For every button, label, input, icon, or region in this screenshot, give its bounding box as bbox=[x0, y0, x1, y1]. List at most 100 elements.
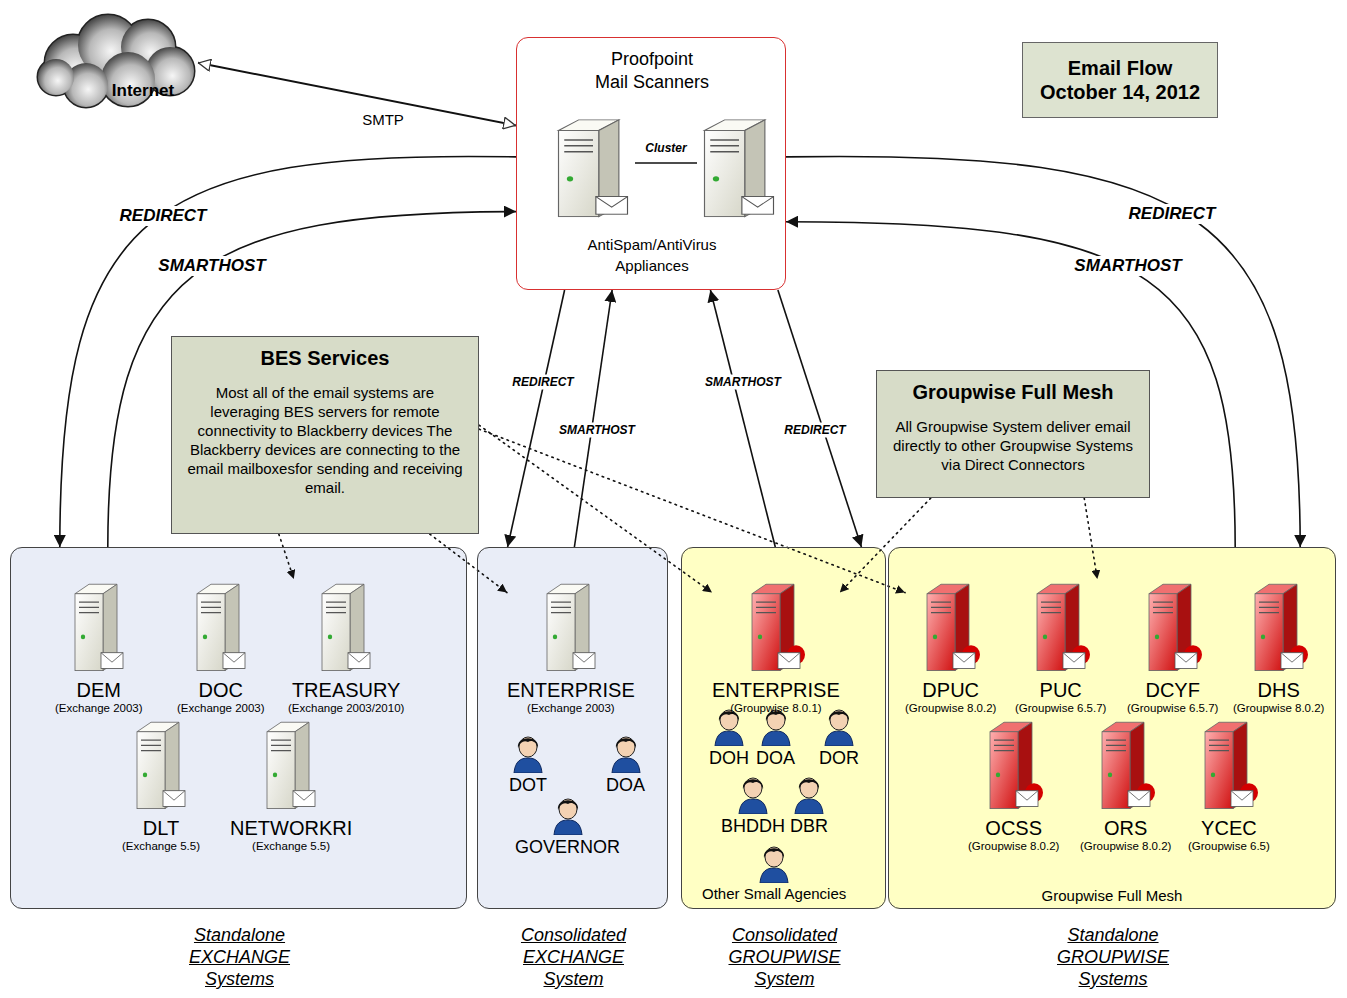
mail-server: OCSS(Groupwise 8.0.2) bbox=[968, 717, 1059, 853]
dotted-connector bbox=[479, 429, 905, 592]
server-version: (Groupwise 8.0.2) bbox=[1233, 701, 1324, 715]
flow-connector bbox=[786, 156, 1300, 547]
person-icon bbox=[551, 795, 585, 835]
server-version: (Groupwise 6.5.7) bbox=[1127, 701, 1218, 715]
server-name: ENTERPRISE bbox=[507, 679, 635, 701]
server-icon bbox=[259, 717, 323, 817]
system-group: Consolidated GROUPWISE SystemENTERPRISE(… bbox=[681, 547, 886, 909]
agency-user: DOH bbox=[709, 706, 749, 769]
scanner-icon bbox=[547, 114, 639, 226]
person-icon bbox=[609, 733, 643, 773]
server-version: (Groupwise 8.0.1) bbox=[712, 701, 840, 715]
agency-name: DOA bbox=[606, 775, 645, 796]
server-icon bbox=[539, 579, 603, 679]
dotted-connector bbox=[1084, 498, 1097, 579]
agency-name: DOH bbox=[709, 748, 749, 769]
cloud-label: Internet bbox=[98, 81, 188, 101]
server-icon bbox=[1094, 717, 1158, 817]
person-icon bbox=[736, 774, 770, 814]
server-version: (Exchange 2003) bbox=[507, 701, 635, 715]
title-box: Email Flow October 14, 2012 bbox=[1022, 42, 1218, 118]
server-icon bbox=[744, 579, 808, 679]
mail-server: DOC(Exchange 2003) bbox=[177, 579, 265, 715]
server-name: NETWORKRI bbox=[230, 817, 352, 839]
dotted-connector bbox=[279, 534, 294, 579]
group-heading: Consolidated GROUPWISE System bbox=[720, 924, 850, 990]
agency-user: DOA bbox=[606, 733, 645, 796]
edge-label: SMARTHOST bbox=[556, 423, 638, 438]
box-title: Proofpoint Mail Scanners bbox=[577, 48, 727, 94]
edge-label: SMTP bbox=[359, 111, 407, 129]
server-name: DOC bbox=[177, 679, 265, 701]
server-icon bbox=[693, 114, 785, 226]
edge-label: REDIRECT bbox=[1126, 204, 1219, 224]
agency-user: DOT bbox=[509, 733, 547, 796]
agency-name: BHDDH bbox=[721, 816, 785, 837]
person-icon bbox=[757, 843, 791, 883]
server-version: (Exchange 2003) bbox=[55, 701, 143, 715]
link-label: Cluster bbox=[643, 141, 688, 155]
scanner-cluster: Proofpoint Mail ScannersAntiSpam/AntiVir… bbox=[516, 37, 786, 290]
server-name: TREASURY bbox=[288, 679, 404, 701]
server-version: (Groupwise 8.0.2) bbox=[968, 839, 1059, 853]
note-body: Most all of the email systems are levera… bbox=[180, 383, 470, 497]
server-icon bbox=[919, 579, 983, 679]
mail-server: DCYF(Groupwise 6.5.7) bbox=[1127, 579, 1218, 715]
server-version: (Exchange 2003) bbox=[177, 701, 265, 715]
server-icon bbox=[314, 579, 378, 679]
mail-server: YCEC(Groupwise 6.5) bbox=[1188, 717, 1270, 853]
flow-connector bbox=[198, 63, 516, 126]
dotted-connector bbox=[479, 425, 712, 592]
flow-connector bbox=[108, 212, 516, 547]
person-icon bbox=[822, 706, 856, 746]
server-version: (Exchange 5.5) bbox=[230, 839, 352, 853]
server-icon bbox=[1247, 579, 1311, 679]
agency-user: BHDDH bbox=[721, 774, 785, 837]
group-heading: Consolidated EXCHANGE System bbox=[509, 924, 639, 990]
person-icon bbox=[792, 774, 826, 814]
agency-user: DOA bbox=[756, 706, 795, 769]
agency-user: Other Small Agencies bbox=[702, 843, 846, 903]
box-subtitle: AntiSpam/AntiVirus Appliances bbox=[562, 234, 742, 276]
mail-server: ENTERPRISE(Groupwise 8.0.1) bbox=[712, 579, 840, 715]
server-name: DCYF bbox=[1127, 679, 1218, 701]
server-icon bbox=[1197, 717, 1261, 817]
group-heading: Standalone GROUPWISE Systems bbox=[1048, 924, 1178, 990]
server-version: (Exchange 5.5) bbox=[122, 839, 200, 853]
mail-server: NETWORKRI(Exchange 5.5) bbox=[230, 717, 352, 853]
note-heading: BES Services bbox=[180, 345, 470, 371]
server-icon bbox=[67, 579, 131, 679]
system-group: Consolidated EXCHANGE SystemENTERPRISE(E… bbox=[477, 547, 668, 909]
edge-label: SMARTHOST bbox=[702, 375, 784, 390]
mail-server: PUC(Groupwise 6.5.7) bbox=[1015, 579, 1106, 715]
title-text: Email Flow October 14, 2012 bbox=[1027, 56, 1213, 104]
server-name: PUC bbox=[1015, 679, 1106, 701]
internet-cloud: Internet bbox=[28, 5, 198, 110]
flow-connector bbox=[574, 290, 612, 547]
agency-user: DOR bbox=[819, 706, 859, 769]
callout-note: Groupwise Full MeshAll Groupwise System … bbox=[876, 370, 1150, 498]
agency-name: Other Small Agencies bbox=[702, 885, 846, 903]
edge-label: REDIRECT bbox=[781, 423, 848, 438]
note-heading: Groupwise Full Mesh bbox=[885, 379, 1141, 405]
flow-connector bbox=[786, 222, 1235, 547]
server-version: (Exchange 2003/2010) bbox=[288, 701, 404, 715]
group-caption: Groupwise Full Mesh bbox=[889, 887, 1335, 905]
agency-name: GOVERNOR bbox=[515, 837, 620, 858]
agency-user: DBR bbox=[790, 774, 828, 837]
server-version: (Groupwise 6.5) bbox=[1188, 839, 1270, 853]
mail-server: DPUC(Groupwise 8.0.2) bbox=[905, 579, 996, 715]
server-name: ENTERPRISE bbox=[712, 679, 840, 701]
server-name: YCEC bbox=[1188, 817, 1270, 839]
flow-connector bbox=[778, 290, 862, 547]
agency-name: DOA bbox=[756, 748, 795, 769]
mail-server: DHS(Groupwise 8.0.2) bbox=[1233, 579, 1324, 715]
server-icon bbox=[982, 717, 1046, 817]
mail-server: ENTERPRISE(Exchange 2003) bbox=[507, 579, 635, 715]
server-icon bbox=[1029, 579, 1093, 679]
mail-server: TREASURY(Exchange 2003/2010) bbox=[288, 579, 404, 715]
system-group: Standalone EXCHANGE SystemsDEM(Exchange … bbox=[10, 547, 467, 909]
server-name: ORS bbox=[1080, 817, 1171, 839]
group-heading: Standalone EXCHANGE Systems bbox=[175, 924, 305, 990]
